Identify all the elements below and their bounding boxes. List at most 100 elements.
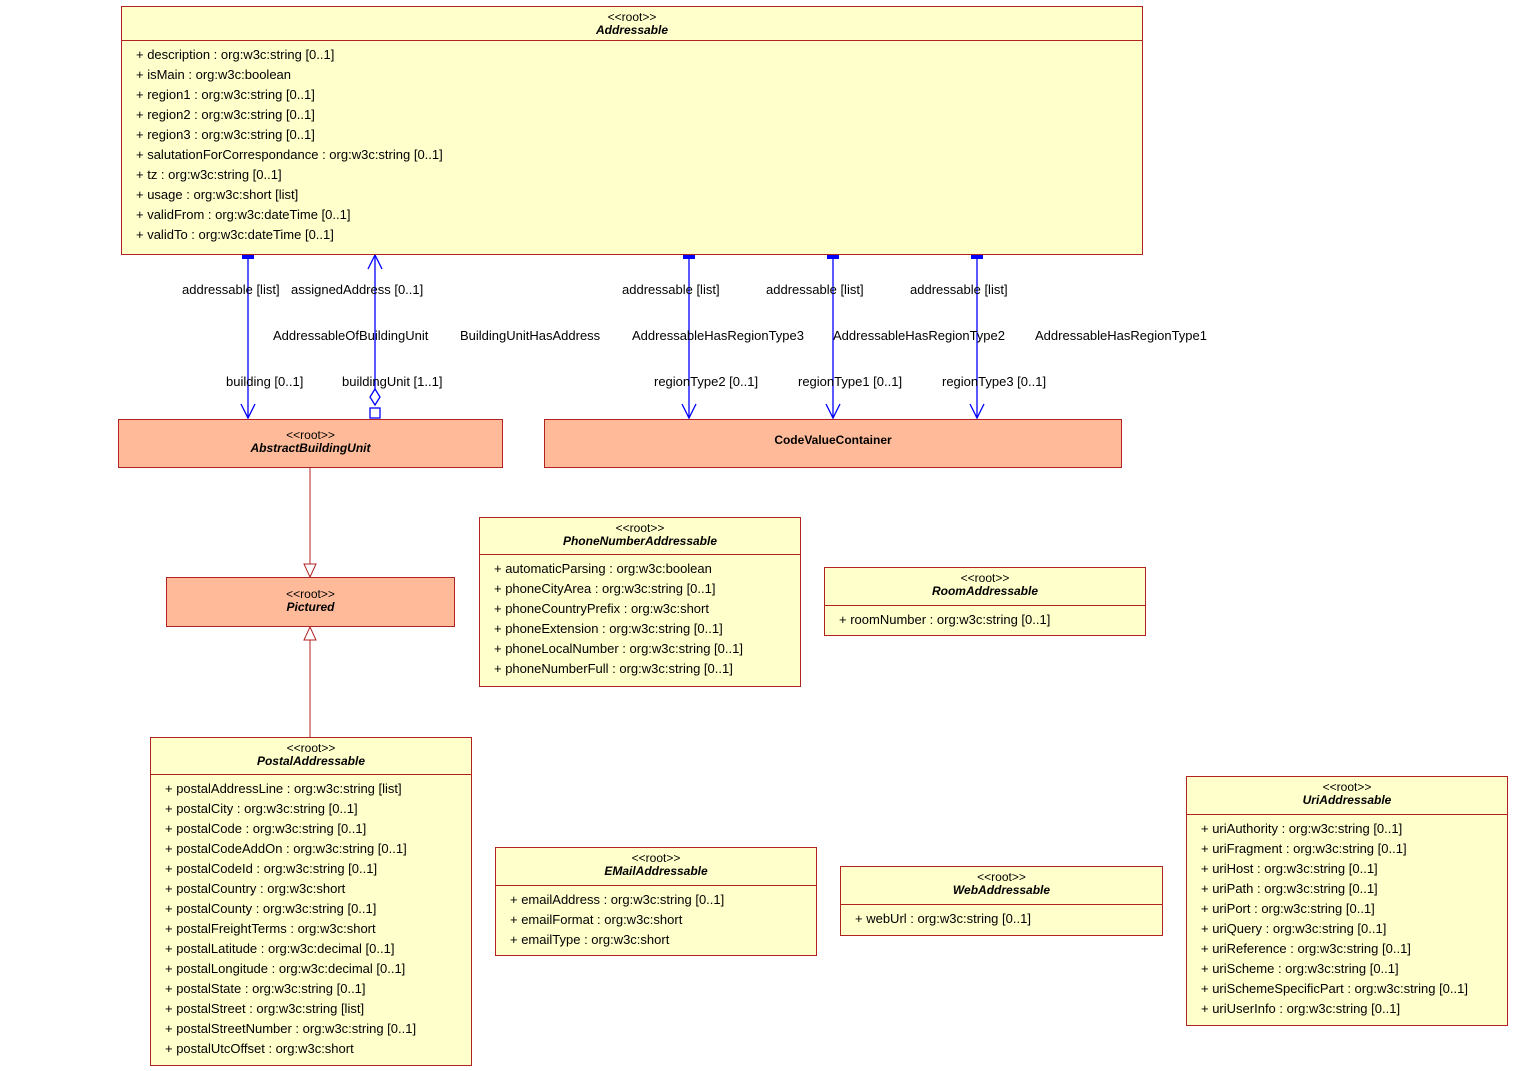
association-region-type3[interactable] [681, 255, 697, 420]
attribute-list: + postalAddressLine : org:w3c:string [li… [151, 774, 471, 1059]
association-region-type1[interactable] [969, 255, 985, 420]
attribute-list: + description : org:w3c:string [0..1] + … [122, 40, 1142, 245]
role-label-addressable-region-type3: addressable [list] [622, 282, 720, 297]
class-email-addressable[interactable]: <<root>> EMailAddressable + emailAddress… [495, 847, 817, 956]
attribute: + validTo : org:w3c:dateTime [0..1] [136, 227, 334, 242]
attribute: + emailType : org:w3c:short [510, 932, 670, 947]
attribute: + postalCounty : org:w3c:string [0..1] [165, 901, 377, 916]
attribute: + region3 : org:w3c:string [0..1] [136, 127, 315, 142]
class-name: RoomAddressable [931, 584, 1039, 598]
attribute: + uriQuery : org:w3c:string [0..1] [1201, 921, 1387, 936]
attribute-list: + automaticParsing : org:w3c:boolean + p… [480, 554, 800, 679]
attribute: + tz : org:w3c:string [0..1] [136, 167, 282, 182]
attribute: + phoneNumberFull : org:w3c:string [0..1… [494, 661, 733, 676]
attribute: + uriReference : org:w3c:string [0..1] [1201, 941, 1411, 956]
attribute: + emailAddress : org:w3c:string [0..1] [510, 892, 725, 907]
class-name: AbstractBuildingUnit [250, 441, 371, 455]
class-postal-addressable[interactable]: <<root>> PostalAddressable + postalAddre… [150, 737, 472, 1066]
class-addressable[interactable]: <<root>> Addressable + description : org… [121, 6, 1143, 255]
attribute: + phoneCountryPrefix : org:w3c:short [494, 601, 709, 616]
class-name: PhoneNumberAddressable [562, 534, 718, 548]
attribute-list: + uriAuthority : org:w3c:string [0..1] +… [1187, 814, 1507, 1019]
attribute: + phoneExtension : org:w3c:string [0..1] [494, 621, 723, 636]
association-region-type2[interactable] [825, 255, 841, 420]
stereotype: <<root>> [1322, 780, 1372, 794]
stereotype: <<root>> [960, 571, 1010, 585]
attribute: + isMain : org:w3c:boolean [136, 67, 292, 82]
attribute: + postalState : org:w3c:string [0..1] [165, 981, 366, 996]
class-name: Addressable [595, 23, 669, 37]
attribute: + phoneLocalNumber : org:w3c:string [0..… [494, 641, 743, 656]
stereotype: <<root>> [977, 870, 1026, 884]
attribute: + region2 : org:w3c:string [0..1] [136, 107, 315, 122]
class-name: PostalAddressable [256, 754, 366, 768]
attribute-list: + emailAddress : org:w3c:string [0..1] +… [496, 885, 816, 950]
stereotype: <<root>> [607, 10, 657, 24]
attribute: + uriHost : org:w3c:string [0..1] [1201, 861, 1378, 876]
class-pictured[interactable]: <<root>> Pictured [166, 577, 455, 627]
attribute: + automaticParsing : org:w3c:boolean [494, 561, 712, 576]
class-name: UriAddressable [1302, 793, 1392, 807]
association-name-region-type1: AddressableHasRegionType1 [1035, 328, 1207, 343]
attribute: + usage : org:w3c:short [list] [136, 187, 299, 202]
attribute: + postalFreightTerms : org:w3c:short [165, 921, 376, 936]
role-label-region-type2: regionType2 [0..1] [654, 374, 759, 389]
stereotype: <<root>> [286, 741, 336, 755]
stereotype: <<root>> [286, 587, 335, 601]
attribute-list: + roomNumber : org:w3c:string [0..1] [825, 605, 1145, 630]
attribute: + uriScheme : org:w3c:string [0..1] [1201, 961, 1399, 976]
role-label-assigned-address: assignedAddress [0..1] [291, 282, 424, 297]
role-label-addressable-region-type1: addressable [list] [910, 282, 1008, 297]
attribute: + region1 : org:w3c:string [0..1] [136, 87, 315, 102]
attribute: + uriPort : org:w3c:string [0..1] [1201, 901, 1375, 916]
role-label-region-type1: regionType1 [0..1] [798, 374, 903, 389]
stereotype: <<root>> [631, 851, 681, 865]
attribute: + validFrom : org:w3c:dateTime [0..1] [136, 207, 351, 222]
attribute: + postalCode : org:w3c:string [0..1] [165, 821, 367, 836]
attribute: + uriPath : org:w3c:string [0..1] [1201, 881, 1378, 896]
association-name-addressable-of-building-unit: AddressableOfBuildingUnit [273, 328, 429, 343]
attribute: + salutationForCorrespondance : org:w3c:… [136, 147, 443, 162]
attribute: + webUrl : org:w3c:string [0..1] [855, 911, 1031, 926]
attribute: + postalUtcOffset : org:w3c:short [165, 1041, 354, 1056]
attribute: + postalCodeAddOn : org:w3c:string [0..1… [165, 841, 407, 856]
association-name-region-type3: AddressableHasRegionType3 [632, 328, 804, 343]
class-code-value-container[interactable]: CodeValueContainer [544, 419, 1122, 468]
class-web-addressable[interactable]: <<root>> WebAddressable + webUrl : org:w… [840, 866, 1163, 936]
association-building-unit[interactable] [367, 253, 383, 419]
class-room-addressable[interactable]: <<root>> RoomAddressable + roomNumber : … [824, 567, 1146, 636]
attribute: + postalStreetNumber : org:w3c:string [0… [165, 1021, 417, 1036]
class-name: WebAddressable [952, 883, 1051, 897]
attribute: + postalCity : org:w3c:string [0..1] [165, 801, 358, 816]
class-abstract-building-unit[interactable]: <<root>> AbstractBuildingUnit [118, 419, 503, 468]
class-name: EMailAddressable [604, 864, 708, 878]
generalization-abstract-building-unit-pictured[interactable] [303, 467, 317, 579]
attribute: + roomNumber : org:w3c:string [0..1] [839, 612, 1051, 627]
role-label-addressable-building: addressable [list] [182, 282, 280, 297]
role-label-addressable-region-type2: addressable [list] [766, 282, 864, 297]
attribute: + uriSchemeSpecificPart : org:w3c:string… [1201, 981, 1468, 996]
class-uri-addressable[interactable]: <<root>> UriAddressable + uriAuthority :… [1186, 776, 1508, 1026]
stereotype: <<root>> [286, 428, 335, 442]
class-name: CodeValueContainer [774, 433, 892, 447]
attribute: + postalStreet : org:w3c:string [list] [165, 1001, 365, 1016]
attribute-list: + webUrl : org:w3c:string [0..1] [841, 904, 1162, 929]
association-name-building-unit-has-address: BuildingUnitHasAddress [460, 328, 601, 343]
association-building[interactable] [240, 255, 256, 420]
attribute: + uriAuthority : org:w3c:string [0..1] [1201, 821, 1403, 836]
generalization-postal-addressable-pictured[interactable] [303, 625, 317, 737]
attribute: + description : org:w3c:string [0..1] [136, 47, 335, 62]
class-phone-number-addressable[interactable]: <<root>> PhoneNumberAddressable + automa… [479, 517, 801, 687]
association-name-region-type2: AddressableHasRegionType2 [833, 328, 1005, 343]
stereotype: <<root>> [615, 521, 665, 535]
attribute: + uriFragment : org:w3c:string [0..1] [1201, 841, 1407, 856]
attribute: + postalCodeId : org:w3c:string [0..1] [165, 861, 378, 876]
attribute: + postalLongitude : org:w3c:decimal [0..… [165, 961, 406, 976]
attribute: + postalAddressLine : org:w3c:string [li… [165, 781, 402, 796]
role-label-building-unit: buildingUnit [1..1] [342, 374, 443, 389]
role-label-region-type3: regionType3 [0..1] [942, 374, 1047, 389]
role-label-building: building [0..1] [226, 374, 304, 389]
attribute: + emailFormat : org:w3c:short [510, 912, 683, 927]
attribute: + uriUserInfo : org:w3c:string [0..1] [1201, 1001, 1401, 1016]
